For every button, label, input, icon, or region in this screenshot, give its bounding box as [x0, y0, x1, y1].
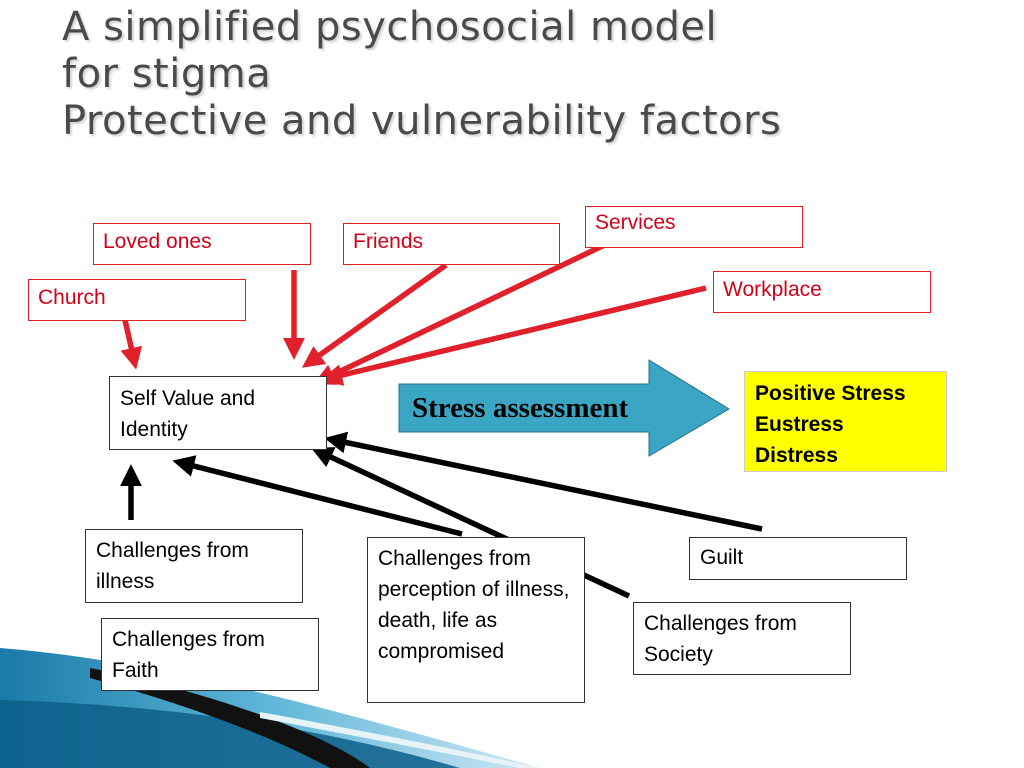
outcome-distress: Distress — [755, 444, 838, 467]
arrow-guilt — [324, 431, 763, 532]
self-value-box: Self Value and Identity — [109, 376, 327, 450]
protective-arrows — [120, 237, 707, 386]
perception-challenges-box: Challenges from perception of illness, d… — [367, 537, 585, 703]
workplace-box: Workplace — [713, 271, 931, 313]
slide-title: A simplified psychosocial model for stig… — [62, 4, 1002, 145]
guilt-box: Guilt — [689, 537, 907, 580]
arrow-friends — [301, 262, 448, 368]
outcome-positive-stress: Positive Stress — [755, 382, 906, 405]
illness-challenges-box: Challenges from illness — [85, 529, 303, 603]
title-line-2: for stigma — [62, 51, 272, 97]
arrow-church — [120, 319, 143, 370]
services-box: Services — [585, 206, 803, 248]
friends-box: Friends — [343, 223, 560, 265]
outcome-eustress: Eustress — [755, 413, 844, 436]
arrow-services — [313, 237, 617, 385]
church-box: Church — [28, 279, 246, 321]
stress-assessment-label: Stress assessment — [412, 392, 629, 424]
title-line-1: A simplified psychosocial model — [62, 4, 718, 50]
loved-ones-box: Loved ones — [93, 223, 311, 265]
society-challenges-box: Challenges from Society — [633, 602, 851, 675]
faith-challenges-box: Challenges from Faith — [101, 618, 319, 691]
title-line-3: Protective and vulnerability factors — [62, 98, 782, 144]
arrow-perception — [172, 455, 463, 537]
stress-outcomes-box: Positive Stress Eustress Distress — [744, 371, 947, 472]
arrow-workplace — [320, 285, 707, 386]
stress-assessment-arrow — [398, 359, 730, 457]
